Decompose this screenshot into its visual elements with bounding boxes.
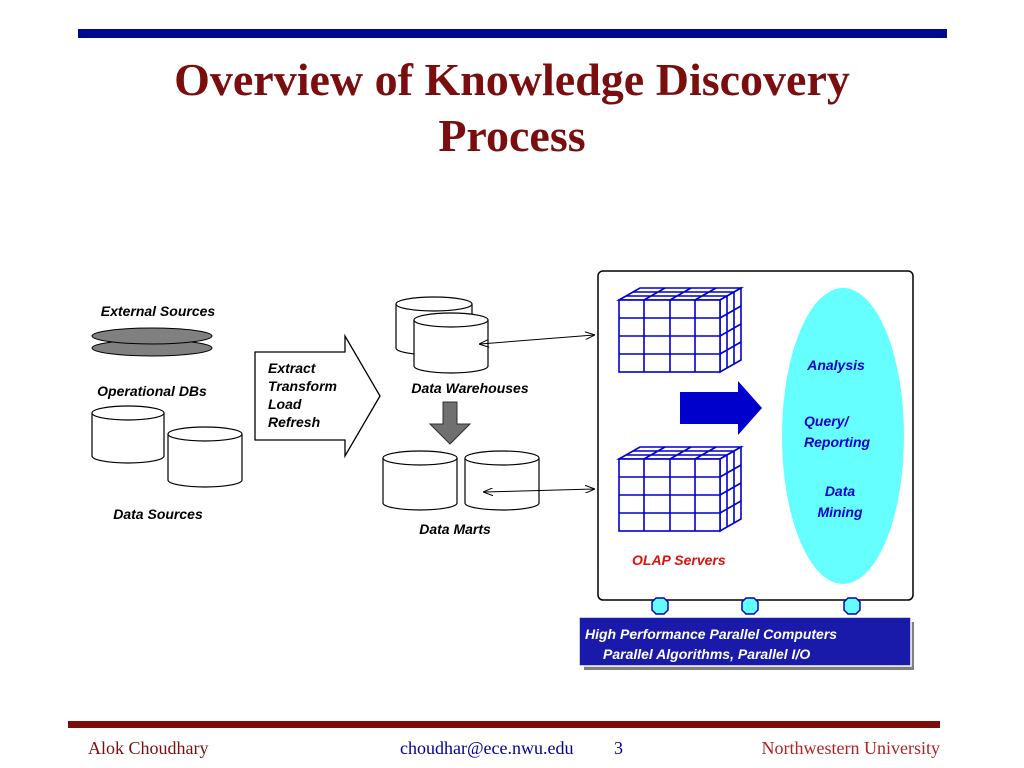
external-sources-label: External Sources [101,303,216,319]
data-warehouse-cylinder-icon [413,312,489,374]
slide-title: Overview of Knowledge Discovery Process [0,52,1024,164]
footer-page-number: 3 [614,738,623,758]
etl-step-transform: Transform [268,378,337,394]
data-marts-label: Data Marts [419,521,491,537]
analysis-label: Analysis [806,357,865,373]
operational-dbs-label: Operational DBs [97,383,207,399]
footer-author: Alok Choudhary [88,738,209,758]
olap-cube-icon [615,286,745,374]
data-warehouses-label: Data Warehouses [411,380,528,396]
mining-label-line-2: Mining [817,504,863,520]
warehouse-olap-connector [480,335,594,344]
bus-connector-icon [843,597,861,615]
hpc-label-line-1: High Performance Parallel Computers [585,626,837,642]
footer-email: choudhar@ece.nwu.edu [400,738,574,758]
hpc-label-line-2: Parallel Algorithms, Parallel I/O [603,646,810,662]
slide-title-line-2: Process [438,110,586,161]
bus-connector-icon [651,597,669,615]
data-sources-label: Data Sources [113,506,203,522]
data-mart-cylinder-icon [382,450,458,511]
etl-step-refresh: Refresh [268,414,320,430]
operational-db-cylinder-icon [167,426,243,488]
query-label-line-1: Query/ [804,413,850,429]
external-sources-icon [91,327,213,357]
footer-affiliation: Northwestern University [761,738,940,758]
query-label-line-2: Reporting [804,434,871,450]
olap-cube-icon [615,445,745,533]
data-mart-cylinder-icon [464,450,540,511]
slide-title-line-1: Overview of Knowledge Discovery [174,54,850,105]
bottom-rule [68,721,940,728]
mining-label-line-1: Data [825,483,856,499]
etl-step-load: Load [268,396,302,412]
olap-servers-label: OLAP Servers [632,552,726,568]
hpc-bar [578,616,912,667]
mart-olap-connector [484,489,594,492]
top-rule [78,29,947,38]
right-arrow-icon [680,381,762,435]
analysis-tools-oval [782,288,904,584]
operational-db-cylinder-icon [91,405,165,464]
bus-connector-icon [741,597,759,615]
down-arrow-icon [428,401,472,445]
etl-arrow-icon [254,333,381,459]
etl-step-extract: Extract [268,360,317,376]
